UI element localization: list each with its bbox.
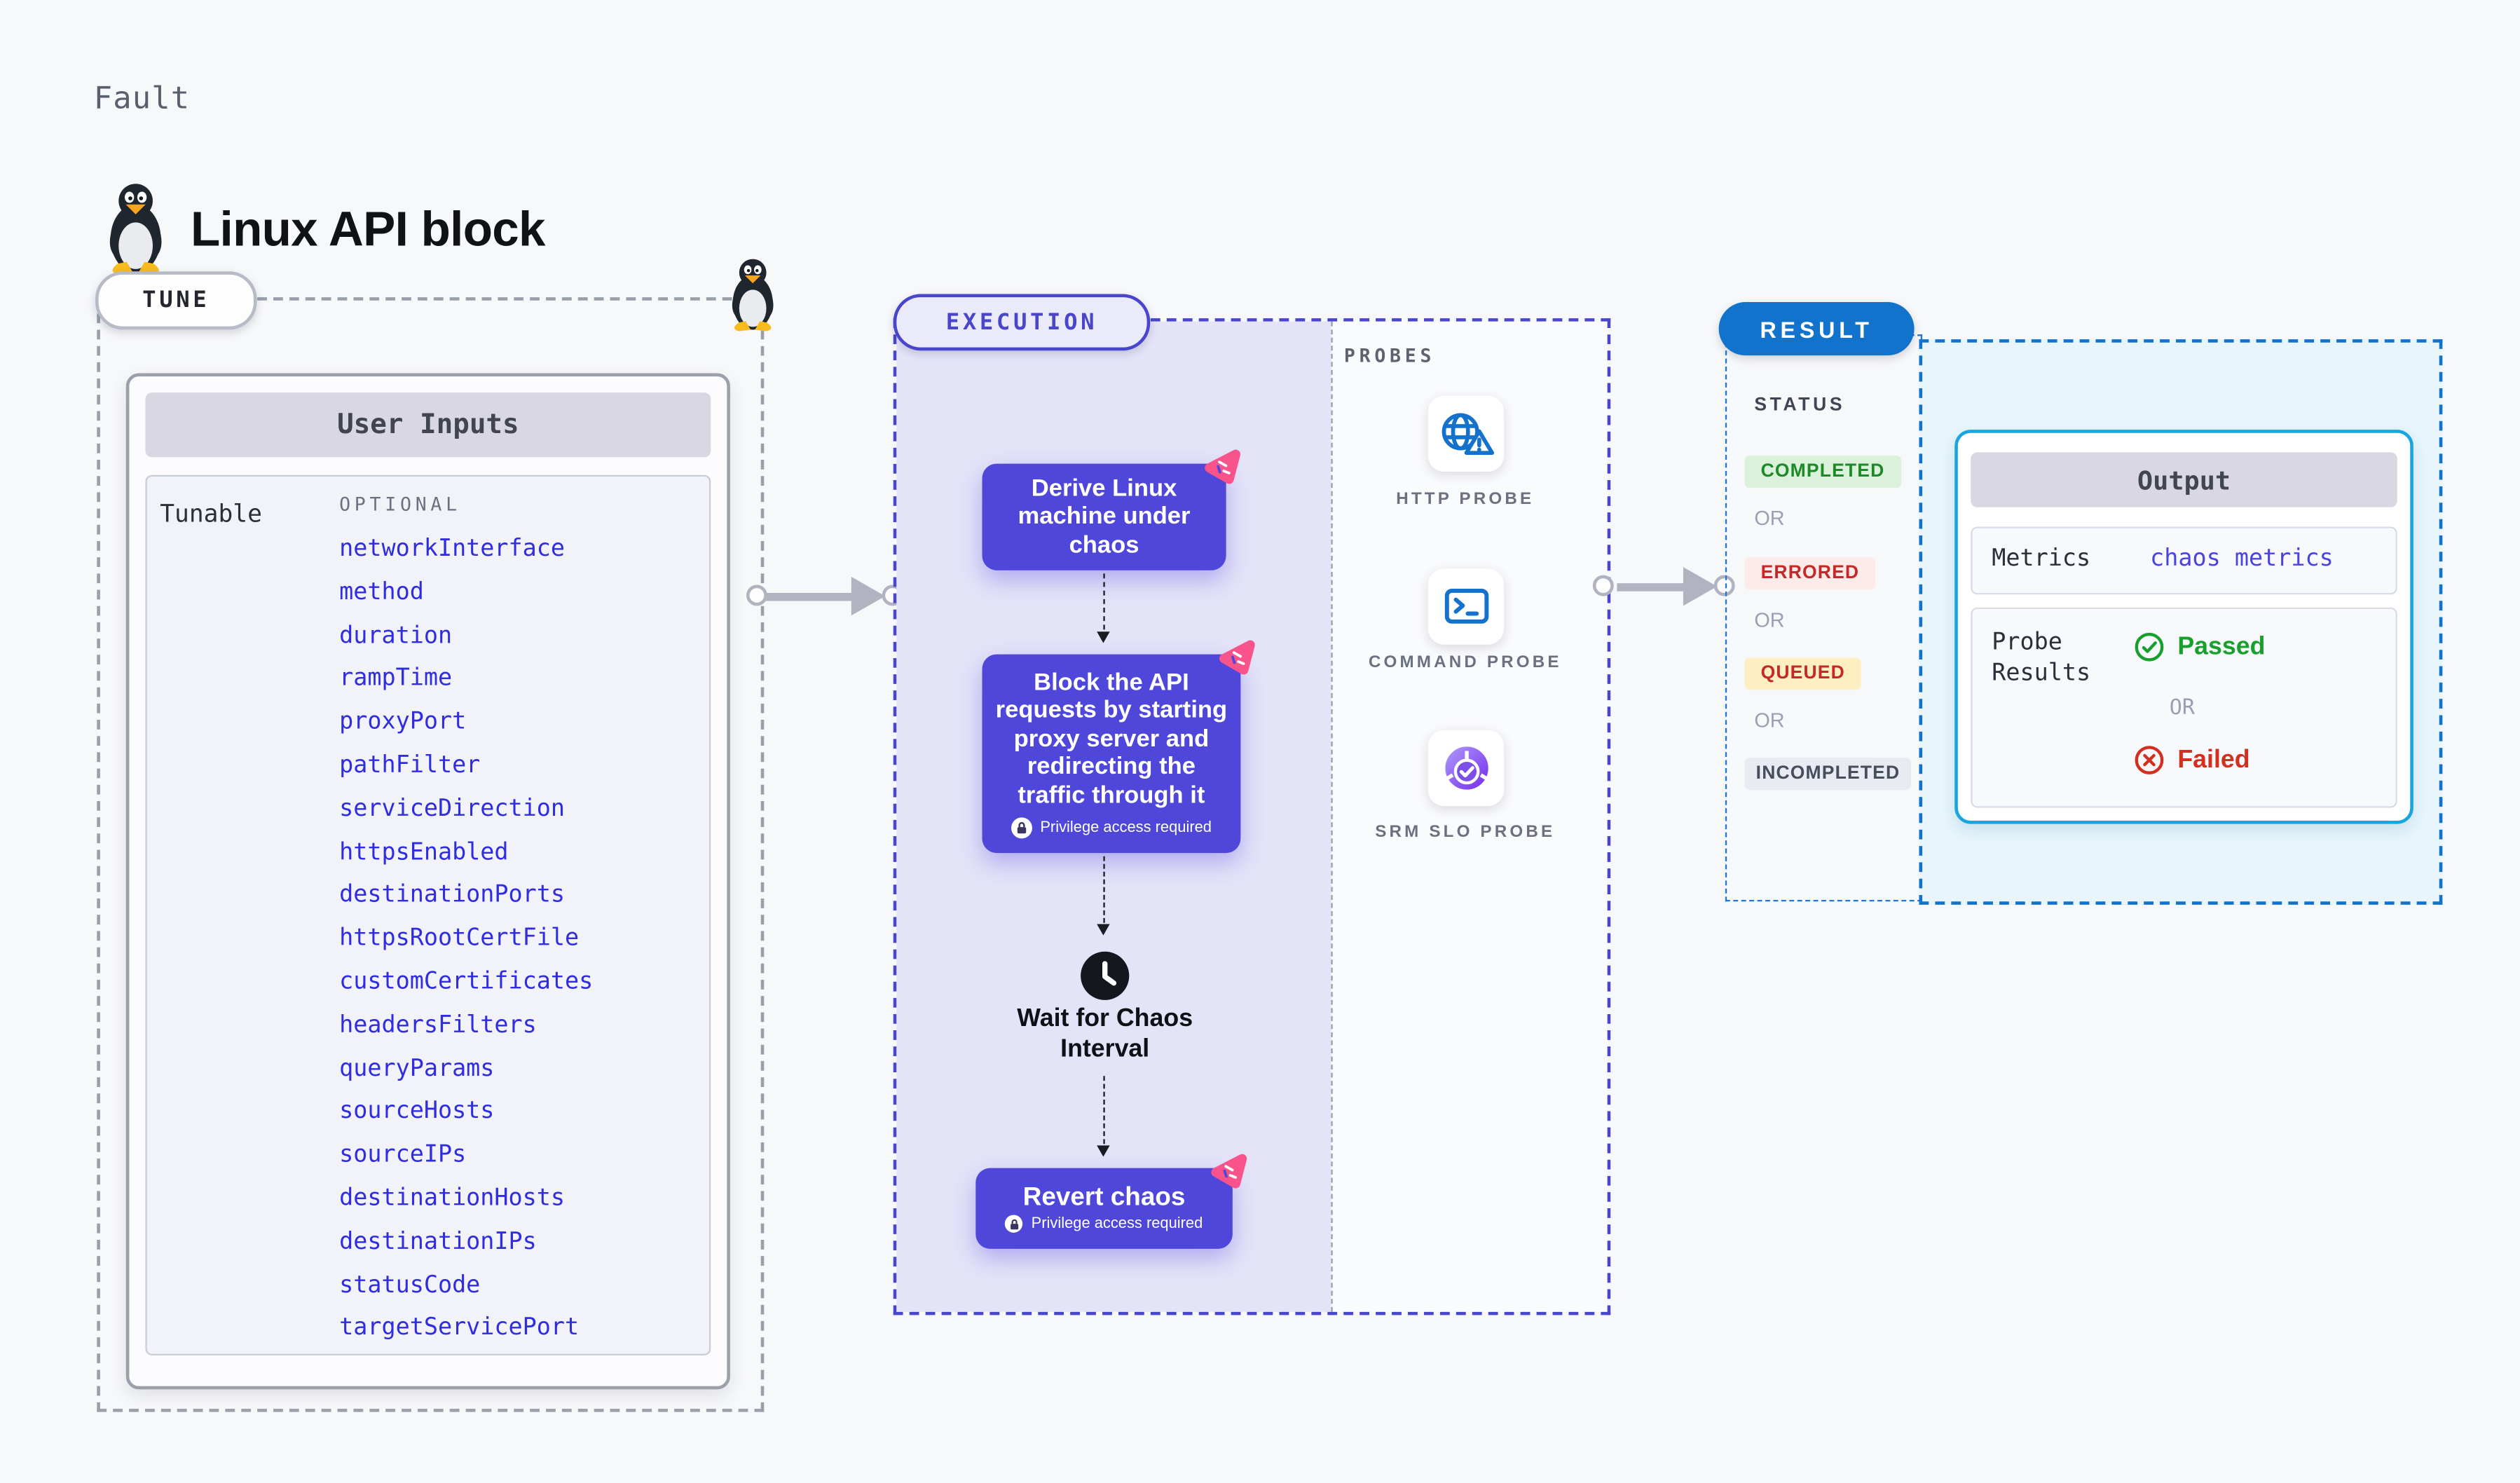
passed-label: Passed: [2177, 632, 2266, 660]
command-probe-label: COMMAND PROBE: [1368, 652, 1562, 672]
http-probe-card: [1427, 395, 1505, 472]
execution-section-pill: EXECUTION: [893, 294, 1151, 351]
tune-to-execution-arrow: [765, 592, 854, 601]
param-link[interactable]: customCertificates: [339, 969, 594, 995]
check-circle-icon: [2135, 632, 2164, 662]
execution-to-result-arrowhead: [1683, 567, 1718, 606]
tunable-row-label: Tunable: [160, 499, 262, 528]
chaos-flag-icon: [1216, 636, 1256, 677]
revert-chaos-node: Revert chaos Privilege access required: [975, 1168, 1233, 1249]
param-link[interactable]: destinationIPs: [339, 1229, 537, 1255]
or-separator: OR: [1754, 709, 1785, 732]
probe-result-passed: Passed: [2134, 631, 2265, 662]
block-api-node: Block the API requests by starting proxy…: [982, 655, 1241, 854]
revert-chaos-text: Revert chaos: [1022, 1184, 1186, 1212]
status-badge-errored: ERRORED: [1744, 557, 1876, 590]
param-link[interactable]: statusCode: [339, 1272, 481, 1299]
execution-to-result-arrow: [1617, 582, 1685, 591]
probe-results-label: Probe Results: [1992, 630, 2091, 687]
result-connector-dot: [1713, 575, 1735, 596]
tunables-panel: Tunable OPTIONAL networkInterface method d…: [145, 474, 711, 1356]
fault-kicker: Fault: [93, 81, 191, 116]
status-label: STATUS: [1754, 395, 1846, 416]
lock-icon: [1005, 1215, 1024, 1233]
linux-tux-corner-icon: [732, 259, 774, 332]
user-inputs-header: User Inputs: [145, 392, 711, 458]
wait-step-label: Wait for Chaos Interval: [1017, 1004, 1193, 1062]
param-link[interactable]: rampTime: [339, 666, 453, 692]
wait-clock-icon: [1081, 951, 1130, 1000]
param-link[interactable]: destinationHosts: [339, 1185, 566, 1212]
flow-arrow-2: [1097, 856, 1110, 936]
or-separator: OR: [1754, 507, 1785, 531]
slo-donut-icon: [1444, 746, 1488, 789]
param-link[interactable]: serviceDirection: [339, 795, 566, 822]
probes-panel: [1332, 321, 1608, 1312]
param-link[interactable]: sourceIPs: [339, 1142, 467, 1168]
privilege-badge: Privilege access required: [1005, 1215, 1203, 1233]
globe-warning-icon: [1441, 413, 1493, 456]
command-probe-card: [1427, 568, 1505, 645]
http-probe-label: HTTP PROBE: [1396, 489, 1535, 510]
probes-divider: [1331, 321, 1333, 1312]
status-badge-queued: QUEUED: [1744, 657, 1861, 690]
derive-machine-text: Derive Linux machine under chaos: [1018, 474, 1191, 559]
tune-section-box: [97, 297, 765, 1412]
lock-icon: [1011, 817, 1032, 839]
probes-section-label: PROBES: [1343, 343, 1436, 367]
or-separator: OR: [1754, 609, 1785, 632]
or-separator: OR: [2169, 696, 2195, 721]
status-badge-incompleted: INCOMPLETED: [1744, 758, 1912, 791]
optional-column-header: OPTIONAL: [339, 493, 461, 516]
param-link[interactable]: httpsEnabled: [339, 839, 509, 866]
block-api-text: Block the API requests by starting proxy…: [995, 668, 1228, 809]
srm-slo-probe-card: [1427, 730, 1505, 807]
privilege-label: Privilege access required: [1031, 1215, 1203, 1233]
param-link[interactable]: destinationPorts: [339, 882, 566, 909]
probe-result-failed: Failed: [2134, 745, 2250, 776]
probe-results-row: Probe Results Passed OR Failed: [1971, 607, 2397, 808]
param-link[interactable]: targetServicePort: [339, 1315, 580, 1342]
srm-slo-probe-label: SRM SLO PROBE: [1375, 822, 1556, 842]
flow-arrow-3: [1097, 1076, 1110, 1157]
param-link[interactable]: networkInterface: [339, 536, 566, 563]
output-header: Output: [1971, 452, 2397, 507]
derive-machine-node: Derive Linux machine under chaos: [982, 464, 1226, 570]
result-section-pill: RESULT: [1718, 302, 1915, 356]
param-link[interactable]: proxyPort: [339, 709, 467, 736]
metrics-value: chaos metrics: [2150, 546, 2334, 573]
privilege-badge: Privilege access required: [1011, 817, 1212, 839]
metrics-label: Metrics: [1992, 546, 2091, 573]
tune-section-pill: TUNE: [95, 271, 257, 330]
param-link[interactable]: httpsRootCertFile: [339, 926, 580, 952]
user-inputs-card: User Inputs Tunable OPTIONAL networkInte…: [125, 373, 730, 1390]
tune-connector-dot: [746, 585, 767, 606]
linux-tux-icon: [109, 184, 162, 275]
output-card: Output Metrics chaos metrics Probe Resul…: [1954, 430, 2413, 824]
status-badge-completed: COMPLETED: [1744, 456, 1901, 488]
param-link[interactable]: method: [339, 580, 424, 606]
privilege-label: Privilege access required: [1040, 819, 1212, 838]
terminal-icon: [1444, 588, 1488, 624]
param-link[interactable]: pathFilter: [339, 753, 481, 779]
tunable-param-list: networkInterface method duration rampTime pr…: [339, 528, 703, 1351]
page-title: Linux API block: [191, 203, 545, 257]
tune-to-execution-arrowhead: [851, 576, 886, 616]
chaos-flag-icon: [1202, 446, 1242, 486]
chaos-flag-icon: [1208, 1150, 1249, 1191]
x-circle-icon: [2135, 746, 2164, 774]
param-link[interactable]: sourceHosts: [339, 1099, 495, 1126]
failed-label: Failed: [2177, 745, 2250, 774]
flow-arrow-1: [1097, 573, 1110, 643]
metrics-row: Metrics chaos metrics: [1971, 526, 2397, 595]
probes-connector-dot: [1592, 575, 1614, 596]
param-link[interactable]: duration: [339, 622, 453, 649]
param-link[interactable]: headersFilters: [339, 1012, 537, 1039]
param-link[interactable]: queryParams: [339, 1055, 495, 1082]
